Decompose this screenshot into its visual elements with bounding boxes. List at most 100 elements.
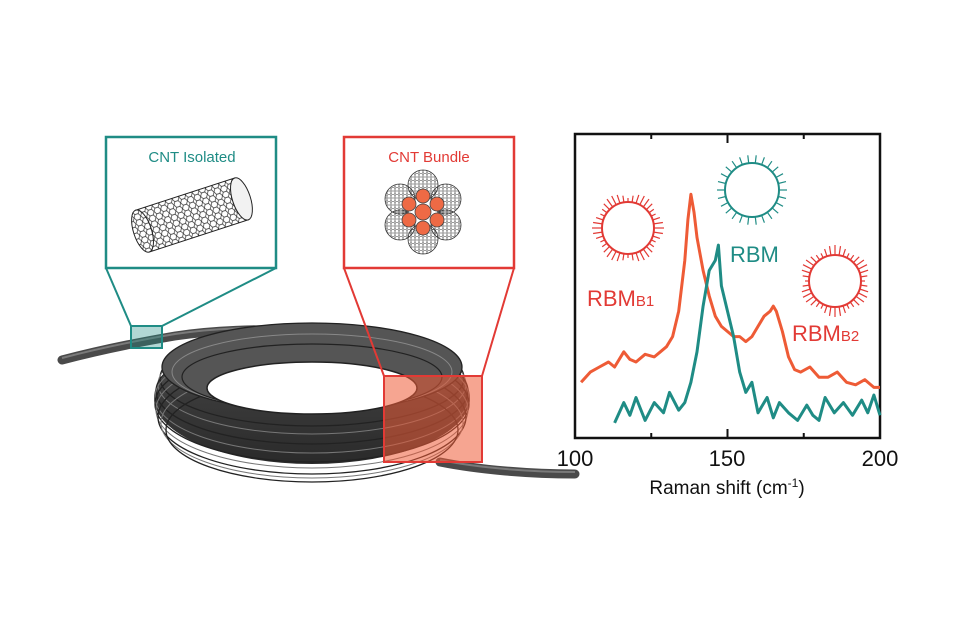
- bundle-nanotube-icon: [384, 169, 462, 255]
- displacement-arrow: [642, 248, 650, 258]
- displacement-arrow: [595, 235, 604, 239]
- displacement-arrow: [838, 306, 842, 316]
- displacement-arrow: [653, 221, 663, 225]
- displacement-arrow: [725, 207, 733, 214]
- displacement-arrow: [771, 207, 779, 214]
- displacement-arrow: [810, 298, 818, 306]
- displacement-arrow: [824, 305, 828, 314]
- isolated-zoom-line-right: [161, 267, 277, 327]
- displacement-arrow: [810, 256, 818, 264]
- mode-circle: [601, 201, 655, 255]
- displacement-arrow: [857, 264, 868, 270]
- displacement-arrow: [846, 253, 850, 259]
- displacement-arrow: [635, 252, 640, 262]
- label-rbm-b2: RBMB2: [792, 321, 859, 346]
- displacement-arrow: [859, 288, 869, 293]
- rbm-mode-icon: [717, 155, 787, 225]
- displacement-arrow: [600, 213, 606, 217]
- displacement-arrow: [775, 173, 784, 179]
- displacement-arrow: [639, 195, 645, 206]
- displacement-arrow: [820, 253, 824, 259]
- chart-ticks: [574, 134, 881, 438]
- displacement-arrow: [648, 208, 655, 214]
- rbm-b1-mode-icon: [592, 194, 664, 262]
- displacement-arrow: [754, 155, 757, 164]
- displacement-arrow: [801, 269, 811, 274]
- displacement-arrow: [593, 221, 603, 225]
- displacement-arrow: [754, 216, 757, 225]
- inset-isolated: CNT Isolated: [104, 135, 278, 349]
- displacement-arrow: [842, 248, 846, 257]
- displacement-arrow: [731, 211, 738, 220]
- displacement-arrow: [631, 195, 634, 203]
- inset-isolated-title: CNT Isolated: [148, 149, 235, 166]
- displacement-arrow: [648, 242, 655, 248]
- displacement-arrow: [635, 194, 640, 204]
- displacement-arrow: [860, 275, 868, 278]
- displacement-arrow: [601, 208, 608, 214]
- mode-circle: [808, 254, 862, 308]
- displacement-arrow: [766, 211, 773, 220]
- mode-circle: [724, 162, 780, 218]
- displacement-arrow: [805, 295, 815, 303]
- displacement-arrow: [606, 198, 614, 208]
- displacement-arrow: [601, 242, 608, 248]
- displacement-arrow: [645, 203, 653, 211]
- displacement-arrow: [852, 298, 860, 306]
- x-tick-labels: 100 150 200: [557, 446, 899, 471]
- label-rbm: RBM: [730, 242, 779, 267]
- bundle-zoom-marker: [383, 375, 483, 463]
- displacement-arrow: [802, 284, 810, 287]
- displacement-arrow: [802, 275, 810, 278]
- displacement-arrow: [766, 160, 773, 169]
- displacement-arrow: [639, 250, 645, 261]
- raman-chart: 100 150 200 Raman shift (cm-1) RBM RBMB1…: [557, 132, 899, 499]
- displacement-arrow: [731, 160, 738, 169]
- series-line-rbmb1: [579, 192, 880, 389]
- displacement-arrow: [650, 239, 656, 243]
- displacement-arrow: [631, 253, 634, 261]
- displacement-arrow: [720, 173, 729, 179]
- displacement-arrow: [846, 303, 850, 309]
- displacement-arrow: [761, 214, 765, 223]
- displacement-arrow: [739, 157, 743, 166]
- displacement-arrow: [849, 254, 855, 261]
- displacement-arrow: [802, 264, 813, 270]
- displacement-arrow: [593, 231, 603, 235]
- displacement-arrow: [761, 157, 765, 166]
- displacement-arrow: [842, 305, 846, 314]
- x-tick-label-150: 150: [709, 446, 746, 471]
- isolated-nanotube-icon: [131, 177, 253, 253]
- displacement-arrow: [855, 259, 865, 267]
- bundle-zoom-line-right: [481, 267, 515, 377]
- displacement-arrow: [747, 155, 750, 164]
- displacement-arrow: [611, 250, 617, 261]
- displacement-arrow: [747, 216, 750, 225]
- displacement-arrow: [622, 253, 625, 261]
- displacement-arrow: [653, 231, 663, 235]
- isolated-zoom-marker: [130, 325, 163, 349]
- displacement-arrow: [820, 303, 824, 309]
- displacement-arrow: [824, 248, 828, 257]
- displacement-arrow: [778, 181, 787, 185]
- displacement-arrow: [815, 301, 821, 308]
- displacement-arrow: [725, 166, 733, 173]
- label-rbm-b1: RBMB1: [587, 286, 654, 311]
- displacement-arrow: [805, 259, 815, 267]
- displacement-arrow: [611, 195, 617, 206]
- displacement-arrow: [859, 269, 869, 274]
- displacement-arrow: [650, 213, 656, 217]
- displacement-arrow: [838, 246, 842, 256]
- displacement-arrow: [828, 246, 832, 256]
- displacement-arrow: [852, 256, 860, 264]
- displacement-arrow: [801, 288, 811, 293]
- chart-series: [579, 192, 882, 424]
- displacement-arrow: [603, 245, 611, 253]
- displacement-arrow: [720, 201, 729, 207]
- displacement-arrow: [815, 254, 821, 261]
- displacement-arrow: [778, 195, 787, 199]
- rbm-b2-mode-icon: [801, 245, 869, 317]
- displacement-arrow: [642, 198, 650, 208]
- inset-bundle: CNT Bundle: [342, 135, 516, 463]
